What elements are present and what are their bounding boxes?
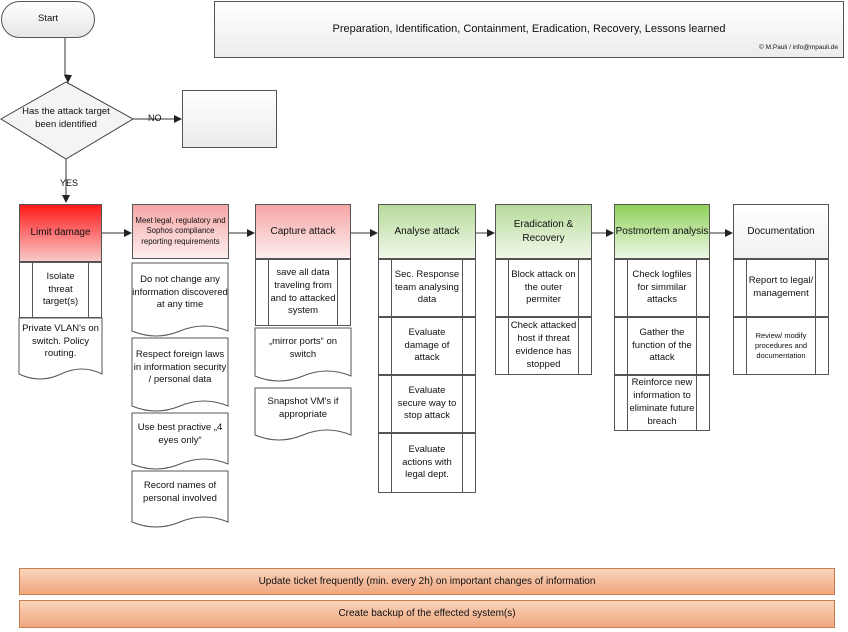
- process-block-attack: Block attack on the outer permiter: [495, 259, 592, 317]
- header-postmortem-analysis: Postmortem analysis: [614, 204, 710, 259]
- process-evaluate-damage: Evaluate damage of attack: [378, 317, 476, 375]
- bar-update-ticket: Update ticket frequently (min. every 2h)…: [19, 568, 835, 595]
- process-review-procedures: Review/ modify procedures and documentat…: [733, 317, 829, 375]
- process-isolate-threat: Isolate threat target(s): [19, 262, 102, 318]
- process-check-logfiles: Check logfiles for simmilar attacks: [614, 259, 710, 317]
- document-shape: [254, 387, 352, 441]
- no-branch-box: [182, 90, 277, 148]
- document-shape: [18, 317, 103, 380]
- header-limit-damage: Limit damage: [19, 204, 102, 262]
- document-snapshot-vms: Snapshot VM's if appropriate: [267, 395, 339, 420]
- process-reinforce-information: Reinforce new information to eliminate f…: [614, 375, 710, 431]
- document-shape: [131, 337, 229, 412]
- document-shape: [131, 470, 229, 528]
- header-eradication-recovery: Eradication & Recovery: [495, 204, 592, 259]
- process-evaluate-legal: Evaluate actions with legal dept.: [378, 433, 476, 493]
- decision-label: Has the attack target been identified: [22, 106, 110, 130]
- header-legal-requirements: Meet legal, regulatory and Sophos compli…: [132, 204, 229, 259]
- document-foreign-laws: Respect foreign laws in information secu…: [133, 348, 227, 386]
- arrow-start-to-decision: [64, 38, 72, 83]
- process-sec-response: Sec. Response team analysing data: [378, 259, 476, 317]
- decision-diamond: [0, 81, 135, 160]
- header-analyse-attack: Analyse attack: [378, 204, 476, 259]
- header-documentation: Documentation: [733, 204, 829, 259]
- document-four-eyes: Use best practive „4 eyes only“: [137, 422, 223, 446]
- process-report-management: Report to legal/ management: [733, 259, 829, 317]
- document-shape: [254, 327, 352, 382]
- start-terminator: Start: [1, 1, 95, 38]
- process-evaluate-secure-way: Evaluate secure way to stop attack: [378, 375, 476, 433]
- document-mirror-ports: „mirror ports“ on switch: [268, 336, 338, 360]
- header-capture-attack: Capture attack: [255, 204, 351, 259]
- process-save-data: save all data traveling from and to atta…: [255, 259, 351, 326]
- document-shape: [131, 262, 229, 337]
- header-box: Preparation, Identification, Containment…: [214, 1, 844, 58]
- process-check-host: Check attacked host if threat evidence h…: [495, 317, 592, 375]
- document-do-not-change: Do not change any information discovered…: [132, 273, 228, 311]
- document-private-vlan: Private VLAN's on switch. Policy routing…: [22, 322, 99, 360]
- start-label: Start: [37, 13, 59, 25]
- bar-create-backup: Create backup of the effected system(s): [19, 600, 835, 628]
- document-shape: [131, 412, 229, 470]
- header-title: Preparation, Identification, Containment…: [332, 23, 726, 36]
- yes-label: YES: [60, 178, 79, 188]
- document-record-names: Record names of personal involved: [143, 480, 217, 504]
- copyright: © M.Pauli / info@mpauli.de: [759, 44, 838, 51]
- no-label: NO: [148, 113, 162, 123]
- process-gather-function: Gather the function of the attack: [614, 317, 710, 375]
